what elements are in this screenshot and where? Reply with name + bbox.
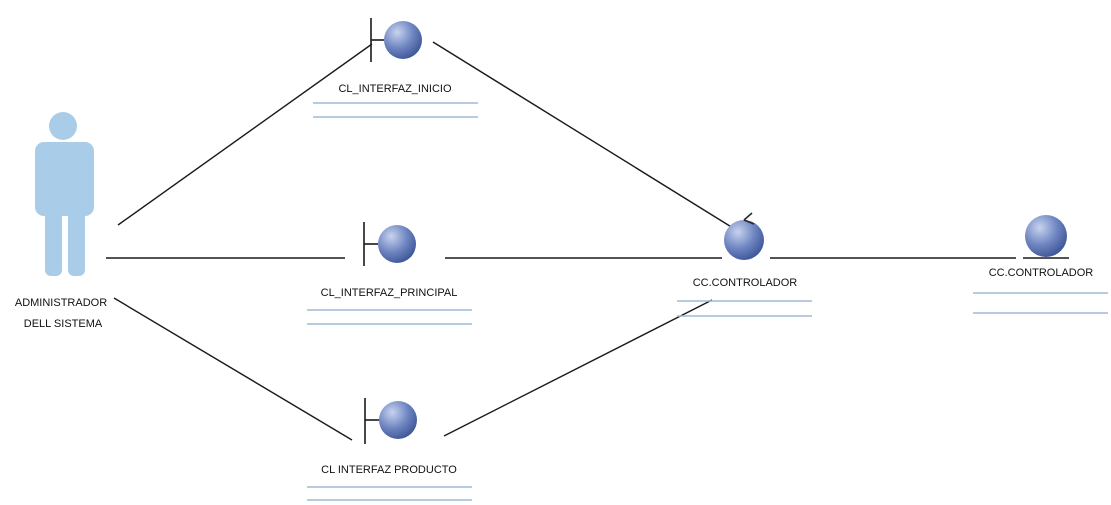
boundary-interfaz-principal[interactable]: CL_INTERFAZ_PRINCIPAL [307,222,472,325]
link-producto-controlador [443,299,713,437]
entity-label: CC.CONTROLADOR [989,267,1094,279]
boundary-label: CL INTERFAZ PRODUCTO [321,464,457,476]
control-icon [724,212,764,260]
control-controlador[interactable]: CC.CONTROLADOR [677,212,812,317]
entity-controlador[interactable]: CC.CONTROLADOR [973,215,1108,314]
boundary-label: CL_INTERFAZ_INICIO [338,83,452,95]
link-inicio-controlador [432,41,734,229]
link-actor-producto [113,297,353,441]
boundary-interfaz-producto[interactable]: CL INTERFAZ PRODUCTO [307,398,472,501]
stick-figure-icon [35,112,94,276]
control-label: CC.CONTROLADOR [693,277,798,289]
boundary-label: CL_INTERFAZ_PRINCIPAL [321,287,458,299]
actor-administrador[interactable]: ADMINISTRADOR DELL SISTEMA [15,112,107,330]
entity-icon [1023,215,1069,259]
actor-label-line2: DELL SISTEMA [24,318,103,330]
boundary-icon [370,18,422,62]
boundary-icon [364,398,417,444]
connectors [106,41,1016,441]
link-actor-inicio [117,43,373,226]
boundary-interfaz-inicio[interactable]: CL_INTERFAZ_INICIO [313,18,478,118]
actor-label-line1: ADMINISTRADOR [15,297,107,309]
boundary-icon [363,222,416,266]
